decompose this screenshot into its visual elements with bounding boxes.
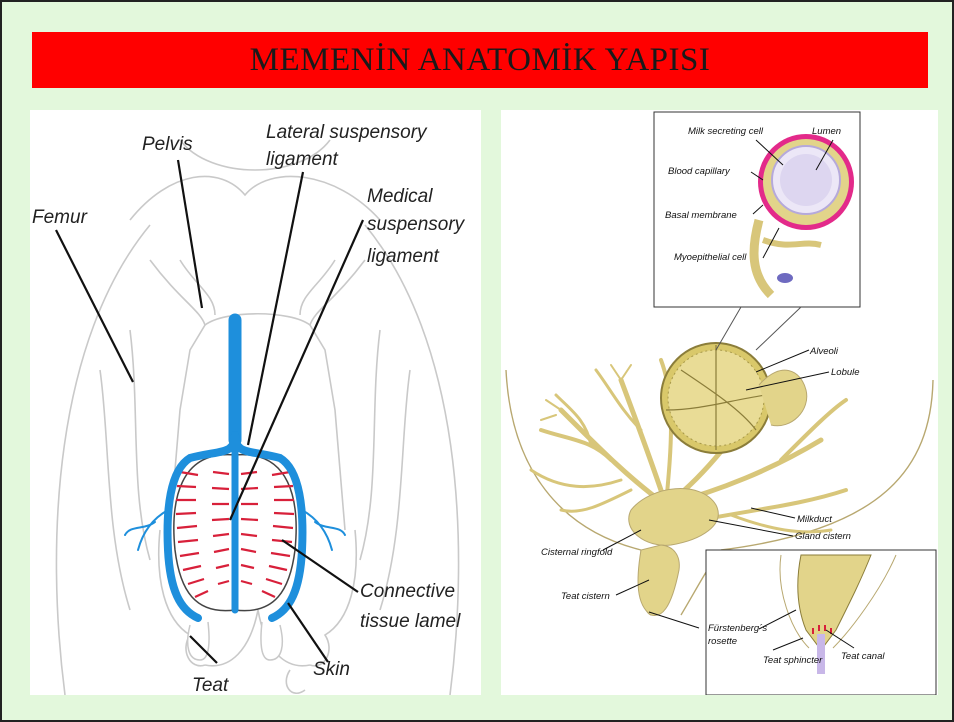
label-skin: Skin [313, 659, 350, 680]
lobule [661, 343, 771, 453]
label-cisternal-ringfold: Cisternal ringfold [541, 547, 613, 558]
label-blood-capillary: Blood capillary [668, 166, 731, 177]
femur-leader [56, 230, 133, 382]
udder-suspension-figure: Pelvis Lateral suspensory ligament Medic… [30, 110, 481, 695]
inset-connector-2 [756, 307, 801, 350]
label-basal-membrane: Basal membrane [665, 210, 737, 221]
label-alveoli: Alveoli [809, 346, 839, 357]
label-medical-2: suspensory [367, 214, 466, 235]
lateral-ligament-leader [248, 172, 303, 445]
label-myoepithelial-cell: Myoepithelial cell [674, 252, 747, 263]
label-teat-cistern: Teat cistern [561, 591, 610, 602]
title-bar: MEMENİN ANATOMİK YAPISI [32, 32, 928, 88]
label-lumen: Lumen [812, 126, 841, 137]
label-gland-cistern: Gland cistern [795, 531, 851, 542]
label-lateral-2: ligament [266, 149, 339, 170]
label-connective-1: Connective [360, 581, 455, 602]
label-lateral-1: Lateral suspensory [266, 122, 428, 143]
gland-cistern-shape [629, 489, 718, 546]
label-teat: Teat [192, 675, 229, 695]
teat-cistern-shape [638, 545, 679, 616]
suspensory-ligament-system [125, 320, 345, 618]
label-teat-sphincter: Teat sphincter [763, 655, 823, 666]
label-milk-secreting-cell: Milk secreting cell [688, 126, 764, 137]
label-medical-1: Medical [367, 186, 433, 207]
label-furstenberg-2: rosette [708, 636, 737, 647]
udder-suspension-diagram: Pelvis Lateral suspensory ligament Medic… [30, 110, 481, 695]
pelvis-leader [178, 160, 202, 308]
teats [188, 622, 283, 660]
label-connective-2: tissue lamel [360, 611, 461, 632]
label-pelvis: Pelvis [142, 134, 193, 155]
slide-title: MEMENİN ANATOMİK YAPISI [250, 42, 711, 79]
skin-leader [288, 603, 328, 662]
label-medical-3: ligament [367, 246, 440, 267]
label-lobule: Lobule [831, 367, 860, 378]
label-femur: Femur [32, 207, 88, 228]
label-furstenberg-1: Fürstenberg´s [708, 623, 767, 634]
label-milkduct: Milkduct [797, 514, 832, 525]
label-teat-canal: Teat canal [841, 651, 885, 662]
mammary-gland-diagram: Milk secreting cell Lumen Blood capillar… [501, 110, 938, 695]
mammary-gland-figure: Milk secreting cell Lumen Blood capillar… [501, 110, 938, 695]
